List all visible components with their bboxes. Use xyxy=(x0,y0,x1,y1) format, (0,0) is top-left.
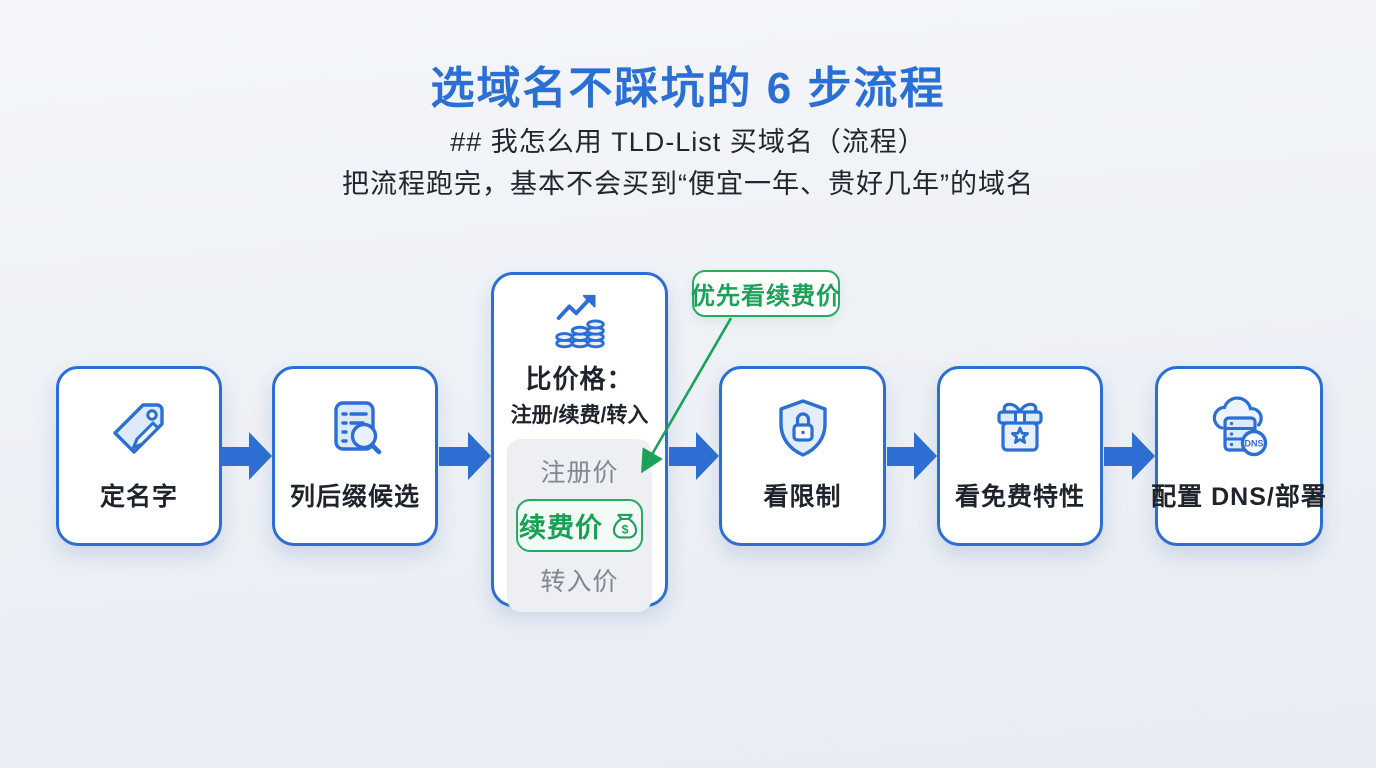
price-item-transfer: 转入价 xyxy=(540,568,619,596)
chart-coins-icon xyxy=(547,289,613,355)
callout-bubble: 优先看续费价 xyxy=(691,270,841,317)
step-box-compare-prices: 比价格： 注册/续费/转入 注册价 续费价 $ 转入价 xyxy=(491,272,668,612)
step-label: 看免费特性 xyxy=(954,483,1085,511)
list-magnifier-icon xyxy=(321,393,389,465)
step-box-check-free-features: 看免费特性 xyxy=(937,366,1103,546)
price-item-register: 注册价 xyxy=(540,459,619,487)
flow-arrow xyxy=(1104,432,1155,480)
price-item-renewal-label: 续费价 xyxy=(519,513,603,543)
price-panel: 注册价 续费价 $ 转入价 xyxy=(507,439,652,612)
step-label: 配置 DNS/部署 xyxy=(1151,483,1327,511)
dns-badge: DNS xyxy=(1244,439,1263,449)
step-box-list-tld-candidates: 列后缀候选 xyxy=(272,366,438,546)
tag-pencil-icon xyxy=(105,393,173,465)
compare-prices-subtitle: 注册/续费/转入 xyxy=(510,404,649,427)
subtitle-description-line: 把流程跑完，基本不会买到“便宜一年、贵好几年”的域名 xyxy=(342,169,1034,199)
price-item-renewal-highlight: 续费价 $ xyxy=(516,499,643,552)
gift-icon xyxy=(986,393,1054,465)
money-bag-icon: $ xyxy=(610,511,640,541)
step-box-define-name: 定名字 xyxy=(56,366,222,546)
shield-lock-icon xyxy=(769,393,837,465)
step-box-check-restrictions: 看限制 xyxy=(719,366,886,546)
page-title: 选域名不踩坑的 6 步流程 xyxy=(430,64,946,113)
dollar-symbol: $ xyxy=(622,522,629,536)
callout-label: 优先看续费价 xyxy=(691,283,841,310)
step-label: 列后缀候选 xyxy=(289,483,420,511)
flow-arrow xyxy=(439,432,491,480)
flow-arrow xyxy=(219,432,272,480)
flow-arrow xyxy=(669,432,719,480)
step-label: 定名字 xyxy=(99,483,178,511)
step-box-configure-dns: DNS 配置 DNS/部署 xyxy=(1151,366,1326,546)
compare-prices-title: 比价格： xyxy=(525,364,634,394)
subtitle-markdown-line: ## 我怎么用 TLD-List 买域名（流程） xyxy=(450,127,926,157)
cloud-dns-icon: DNS xyxy=(1205,393,1273,465)
step-label: 看限制 xyxy=(763,483,842,511)
flow-arrow xyxy=(887,432,937,480)
